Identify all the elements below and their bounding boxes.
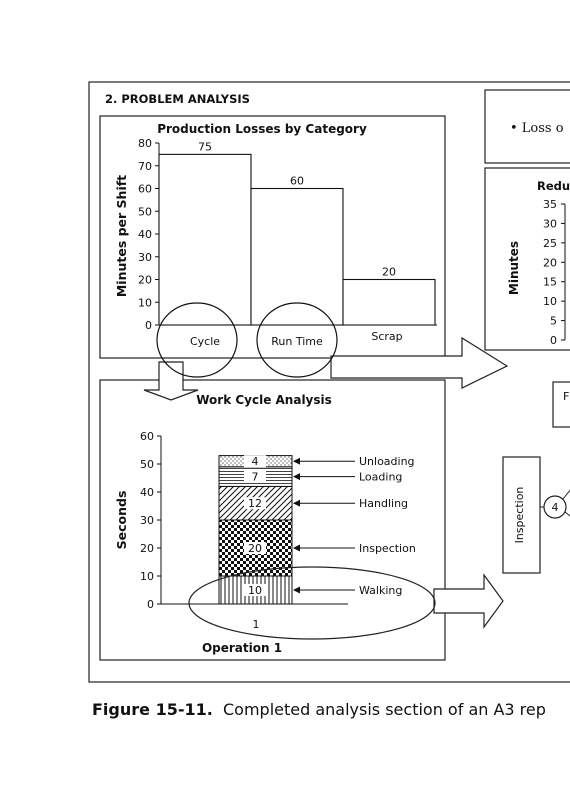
losses-chart-axes: 0 10 20 30 40 50 60 70 80 [138, 137, 437, 332]
cycle-category-label: 1 [253, 618, 260, 631]
losses-y-tick-label: 0 [145, 319, 152, 332]
losses-y-tick-label: 30 [138, 251, 152, 264]
cycle-segment-name-label: Loading [359, 471, 402, 484]
losses-y-tick-label: 10 [138, 296, 152, 309]
cycle-y-tick-label: 20 [140, 542, 154, 555]
losses-chart-panel [99, 115, 446, 359]
cycle-segment-value-label: 4 [252, 455, 259, 468]
right-y-tick-label: 0 [550, 334, 557, 347]
losses-y-tick-label: 60 [138, 183, 152, 196]
cycle-segment-name-label: Handling [359, 497, 408, 510]
work-cycle-title: Work Cycle Analysis [196, 393, 332, 407]
right-y-tick-label: 35 [543, 198, 557, 211]
cycle-y-tick-label: 10 [140, 570, 154, 583]
losses-bar-value-label: 60 [290, 175, 304, 188]
cycle-segment-label-bg [244, 542, 266, 554]
right-y-tick-label: 30 [543, 217, 557, 230]
figure-caption-text: Completed analysis section of an A3 rep [223, 700, 546, 719]
flow-edge-down [564, 511, 570, 517]
losses-bar [158, 153, 252, 326]
outer-frame [88, 81, 570, 683]
losses-y-tick-label: 80 [138, 137, 152, 150]
right-chart-axes: 35 30 25 20 15 10 5 0 [543, 198, 566, 347]
cycle-segment-label-bg [244, 455, 266, 468]
losses-chart-ylabel: Minutes per Shift [114, 175, 129, 297]
losses-y-tick-label: 70 [138, 160, 152, 173]
right-bullet-panel [484, 89, 570, 164]
cycle-y-tick-label: 60 [140, 430, 154, 443]
figure-caption: Figure 15-11. Completed analysis section… [92, 700, 570, 719]
section-title: 2. PROBLEM ANALYSIS [105, 92, 250, 106]
losses-chart-title: Production Losses by Category [157, 122, 367, 136]
right-y-tick-label: 20 [543, 256, 557, 269]
cycle-segment-value-label: 7 [252, 471, 259, 484]
cycle-segment-name-label: Inspection [359, 542, 416, 555]
cycle-y-tick-label: 40 [140, 486, 154, 499]
cycle-segment-value-label: 12 [248, 497, 262, 510]
cycle-segment-value-label: 20 [248, 542, 262, 555]
cycle-y-tick-label: 50 [140, 458, 154, 471]
inspection-label: Inspection [513, 487, 526, 544]
losses-category-label: Run Time [271, 335, 323, 348]
cycle-segment-label-bg [244, 470, 266, 483]
arrow-to-inspection [433, 573, 504, 629]
cycle-segment-name-label: Walking [359, 584, 402, 597]
work-cycle-panel [99, 379, 446, 661]
flow-node-number: 4 [552, 501, 559, 514]
work-cycle-ylabel: Seconds [114, 491, 129, 550]
right-chart-title: Redu [537, 179, 570, 193]
right-chart-panel [484, 167, 570, 351]
right-y-tick-label: 15 [543, 276, 557, 289]
cycle-segment-name-label: Unloading [359, 455, 415, 468]
inspection-box [502, 456, 541, 574]
flow-edge-up [562, 489, 570, 500]
losses-bar-value-label: 75 [198, 140, 212, 153]
cycle-segment-label-bg [244, 584, 266, 596]
flow-node [543, 495, 567, 519]
losses-chart-highlights [156, 302, 338, 378]
losses-bar [342, 278, 436, 326]
right-y-tick-label: 25 [543, 237, 557, 250]
work-cycle-xlabel: Operation 1 [202, 641, 282, 655]
right-step-box [552, 381, 570, 428]
right-chart-ylabel: Minutes [507, 241, 521, 295]
cycle-segment-label-bg [244, 497, 266, 510]
arrow-to-reduction-chart [330, 336, 509, 389]
losses-bar-value-label: 20 [382, 266, 396, 279]
losses-y-tick-label: 20 [138, 274, 152, 287]
cycle-y-tick-label: 0 [147, 598, 154, 611]
losses-category-highlight [256, 302, 338, 378]
losses-category-label: Scrap [371, 330, 402, 343]
losses-bar [250, 187, 344, 326]
right-y-tick-label: 10 [543, 295, 557, 308]
arrow-down-to-cycle [143, 361, 199, 401]
losses-category-label: Cycle [190, 335, 220, 348]
losses-y-tick-label: 50 [138, 205, 152, 218]
cycle-segment-value-label: 10 [248, 584, 262, 597]
operation-highlight-ellipse [188, 566, 436, 640]
work-cycle-stack: 10 Walking 20 Inspection 12 Handling 7 Loading 4… [218, 455, 416, 605]
right-bullet-text: • Loss o [510, 121, 564, 136]
figure-caption-label: Figure 15-11. [92, 700, 213, 719]
losses-y-tick-label: 40 [138, 228, 152, 241]
work-cycle-axes: 0 10 20 30 40 50 60 1 [140, 430, 348, 631]
cycle-y-tick-label: 30 [140, 514, 154, 527]
right-y-tick-label: 5 [550, 315, 557, 328]
losses-category-highlight [156, 302, 238, 378]
right-step-box-letter: F [563, 390, 569, 403]
